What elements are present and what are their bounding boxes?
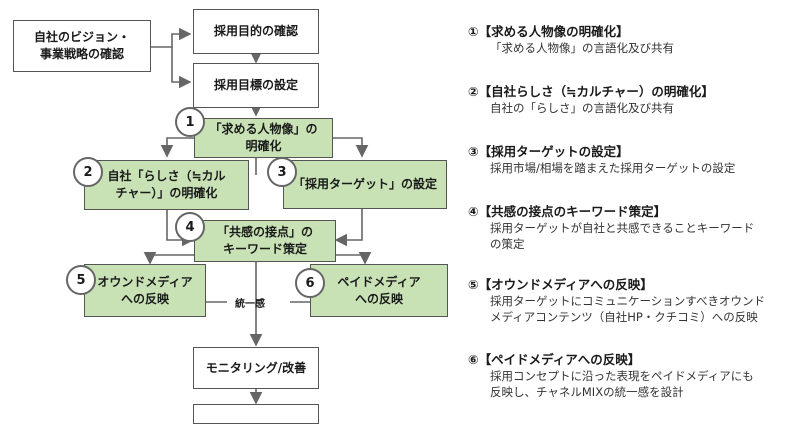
identity-box: 自社「らしさ（≒カル チャー）」の明確化 <box>84 160 249 210</box>
list-item: ⑤【オウンドメディアへの反映】 採用ターゲットにコミュニケーションすべきオウンド… <box>468 276 798 325</box>
step-badge-2: 2 <box>73 157 103 187</box>
list-item-title: ⑥【ペイドメディアへの反映】 <box>468 352 641 367</box>
list-item: ③【採用ターゲットの設定】 採用市場/相場を踏まえた採用ターゲットの設定 <box>468 143 798 176</box>
monitoring-box: モニタリング/改善 <box>193 347 319 389</box>
persona-box: 「求める人物像」の 明確化 <box>194 118 333 158</box>
goal-box: 採用目標の設定 <box>193 63 319 108</box>
list-item-desc: 自社の「らしさ」の言語化及び共有 <box>490 101 674 115</box>
step-badge-5: 5 <box>66 265 96 295</box>
step-badge-1: 1 <box>175 107 205 137</box>
list-item-desc: 採用ターゲットが自社と共感できることキーワード の策定 <box>490 221 755 251</box>
list-item-title: ①【求める人物像の明確化】 <box>468 24 629 39</box>
keyword-box: 「共感の接点」の キーワード策定 <box>194 220 336 262</box>
list-item: ②【自社らしさ（≒カルチャー）の明確化】 自社の「らしさ」の言語化及び共有 <box>468 83 798 116</box>
list-item-title: ④【共感の接点のキーワード策定】 <box>468 204 667 219</box>
list-item-title: ②【自社らしさ（≒カルチャー）の明確化】 <box>468 84 714 99</box>
list-item-title: ③【採用ターゲットの設定】 <box>468 144 629 159</box>
list-item: ⑥【ペイドメディアへの反映】 採用コンセプトに沿った表現をペイドメディアにも 反… <box>468 351 798 400</box>
paid-media-box: ペイドメディア への反映 <box>310 264 448 317</box>
flow-diagram: 自社のビジョン・ 事業戦略の確認 採用目的の確認 採用目標の設定 「求める人物像… <box>13 9 798 424</box>
list-item-title: ⑤【オウンドメディアへの反映】 <box>468 277 653 292</box>
target-box: 「採用ターゲット」の設定 <box>283 160 447 209</box>
list-item: ①【求める人物像の明確化】 「求める人物像」の言語化及び共有 <box>468 23 798 56</box>
purpose-box: 採用目的の確認 <box>193 9 319 54</box>
list-item-desc: 採用コンセプトに沿った表現をペイドメディアにも 反映し、チャネルMIXの統一感を… <box>490 369 754 399</box>
step-badge-3: 3 <box>267 157 297 187</box>
step-badge-4: 4 <box>175 212 205 242</box>
list-item: ④【共感の接点のキーワード策定】 採用ターゲットが自社と共感できることキーワード… <box>468 203 798 252</box>
step-badge-6: 6 <box>295 268 325 298</box>
list-item-desc: 採用ターゲットにコミュニケーションすべきオウンド メディアコンテンツ（自社HP・… <box>490 294 765 324</box>
vision-box: 自社のビジョン・ 事業戦略の確認 <box>13 20 151 72</box>
owned-media-box: オウンドメディア への反映 <box>84 264 206 317</box>
bottom-box <box>193 404 319 424</box>
list-item-desc: 採用市場/相場を踏まえた採用ターゲットの設定 <box>490 161 736 175</box>
unity-label: 統一感 <box>235 299 265 310</box>
list-item-desc: 「求める人物像」の言語化及び共有 <box>490 41 674 55</box>
